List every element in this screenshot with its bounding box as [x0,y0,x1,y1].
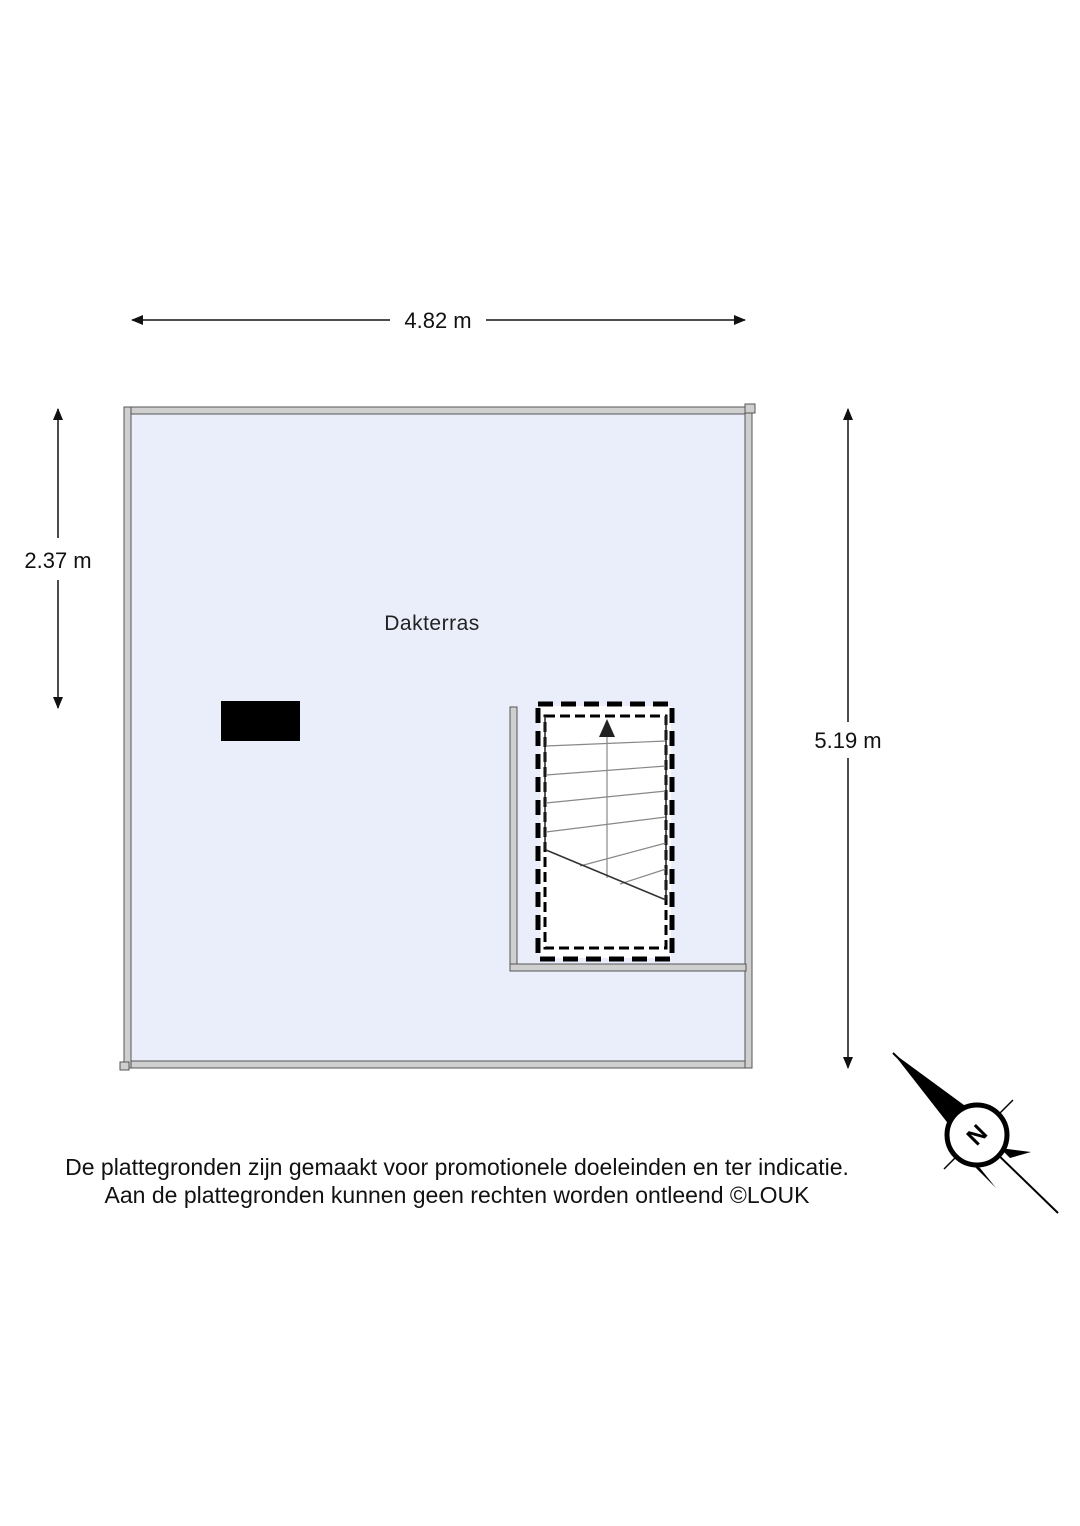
total-height-dimension: 5.19 m [814,408,882,1069]
disclaimer-line-2: Aan de plattegronden kunnen geen rechten… [104,1182,810,1208]
width-dimension: 4.82 m [131,308,746,333]
total-height-dimension-label: 5.19 m [814,728,881,753]
roof-hatch [221,701,300,741]
outer-walls [119,403,756,1071]
stairwell-walls [509,706,747,972]
disclaimer-line-1: De plattegronden zijn gemaakt voor promo… [65,1154,849,1180]
width-dimension-label: 4.82 m [404,308,471,333]
room-label-dakterras: Dakterras [384,612,480,635]
stair-direction-arrow-icon [599,719,615,737]
partial-height-dimension: 2.37 m [24,408,92,709]
compass-icon: N [892,1052,1059,1214]
partial-height-dimension-label: 2.37 m [24,548,91,573]
staircase [535,701,675,962]
disclaimer: De plattegronden zijn gemaakt voor promo… [0,1153,914,1209]
